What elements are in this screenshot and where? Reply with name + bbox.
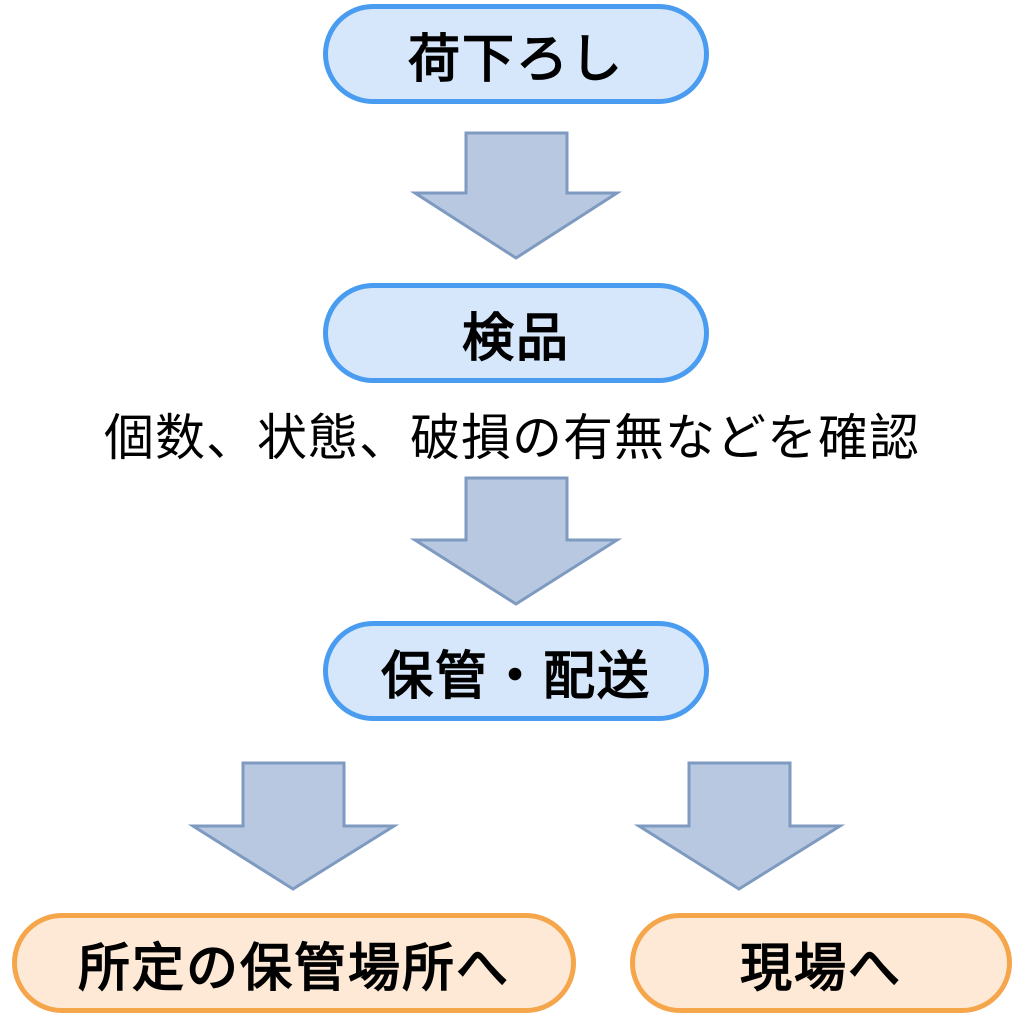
- step-to-storage-place: 所定の保管場所へ: [12, 913, 576, 1013]
- inspect-note: 個数、状態、破損の有無などを確認: [104, 409, 920, 467]
- down-arrow-icon-left: [187, 761, 400, 891]
- step-store-deliver: 保管・配送: [323, 621, 709, 721]
- step-store-deliver-label: 保管・配送: [380, 646, 651, 707]
- down-arrow-icon-right: [633, 761, 846, 891]
- down-arrow-icon-1: [409, 131, 623, 260]
- step-to-site: 現場へ: [630, 913, 1012, 1013]
- step-to-site-label: 現場へ: [739, 938, 902, 999]
- step-unload-label: 荷下ろし: [407, 29, 624, 90]
- step-inspect-label: 検品: [461, 308, 570, 369]
- step-to-storage-place-label: 所定の保管場所へ: [77, 938, 510, 999]
- step-unload: 荷下ろし: [323, 4, 709, 104]
- down-arrow-icon-2: [409, 476, 623, 606]
- step-inspect: 検品: [323, 283, 709, 383]
